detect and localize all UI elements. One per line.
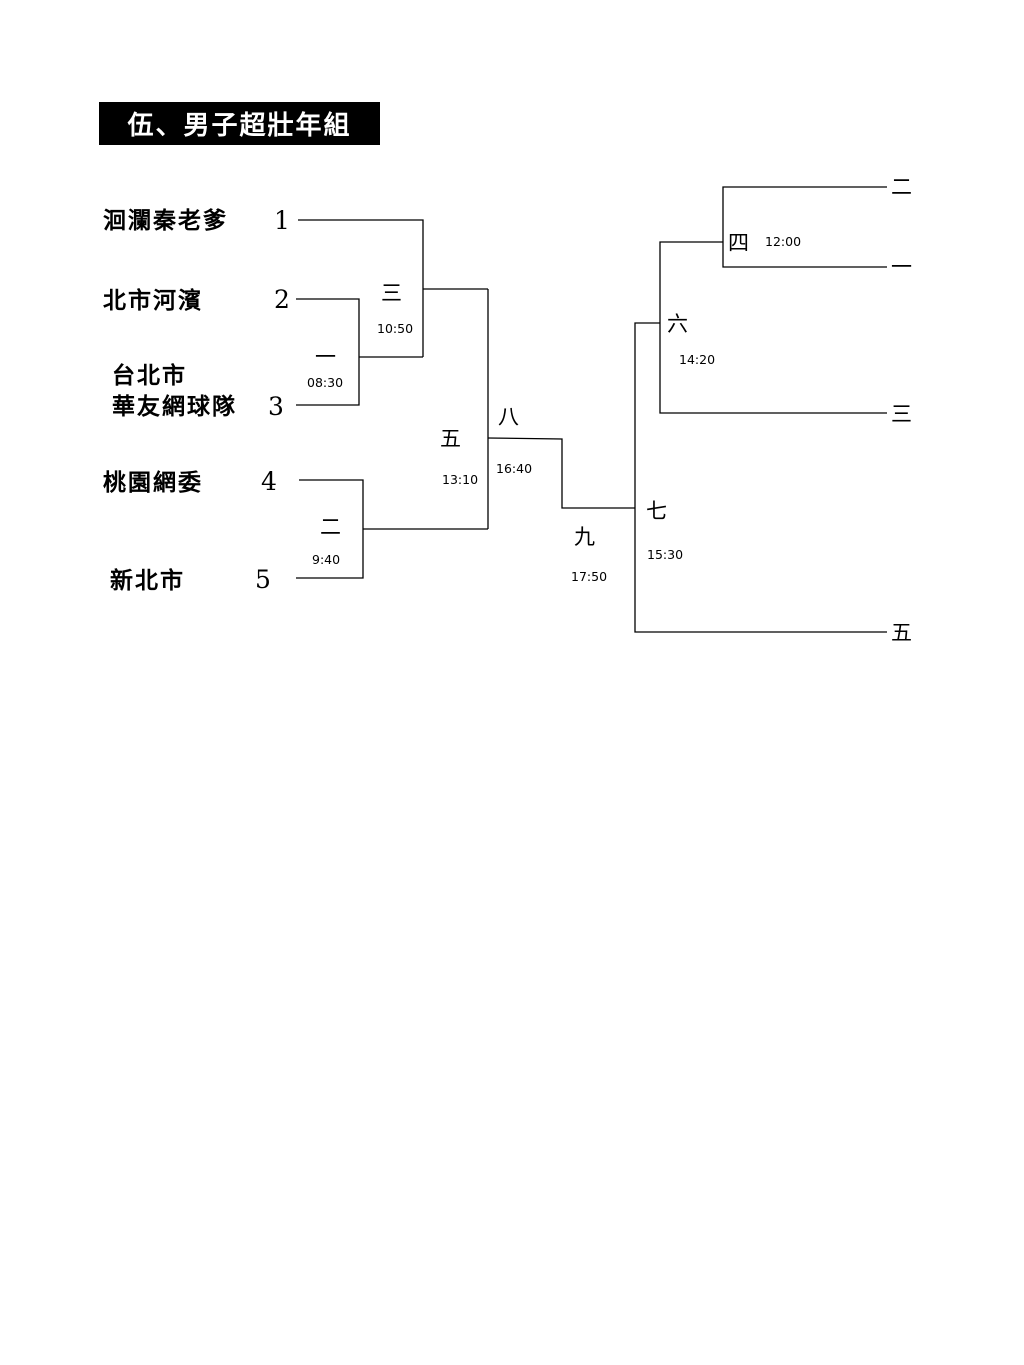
team-seed-3: 3 (268, 392, 284, 421)
match-time-9: 17:50 (571, 569, 607, 584)
match-label-3: 三 (381, 281, 402, 305)
match-labels: 一 08:30 二 9:40 三 10:50 四 12:00 五 13:10 六… (307, 231, 801, 584)
team-name-5: 新北市 (110, 567, 185, 594)
bracket-line-match-1 (296, 298, 423, 406)
match-time-3: 10:50 (377, 321, 413, 336)
match-label-1: 一 (315, 345, 336, 369)
team-seed-2: 2 (274, 285, 290, 314)
match-label-6: 六 (667, 312, 688, 336)
match-time-4: 12:00 (765, 234, 801, 249)
match-time-8: 16:40 (496, 461, 532, 476)
match-time-2: 9:40 (312, 552, 340, 567)
team-seed-1: 1 (274, 206, 290, 235)
team-seed-5: 5 (255, 565, 271, 594)
match-label-5: 五 (440, 427, 461, 451)
team-name-2: 北市河濱 (103, 287, 203, 314)
section-title: 伍、男子超壯年組 (127, 111, 352, 141)
match-label-8: 八 (498, 405, 519, 429)
team-name-3-line1: 台北市 (112, 362, 187, 389)
match-time-7: 15:30 (647, 547, 683, 562)
bracket-line-match-2 (296, 479, 488, 579)
placement-1st: 一 (891, 255, 912, 279)
section-title-box: 伍、男子超壯年組 (99, 102, 380, 145)
match-time-5: 13:10 (442, 472, 478, 487)
team-name-3-line2: 華友網球隊 (112, 393, 237, 420)
match-time-6: 14:20 (679, 352, 715, 367)
match-label-9: 九 (574, 525, 595, 549)
bracket-line-match-8 (487, 437, 635, 509)
match-label-2: 二 (320, 515, 341, 539)
bracket-line-match-7 (634, 322, 887, 633)
bracket-lines (296, 186, 887, 633)
placements: 二 一 三 五 (891, 175, 912, 645)
placement-5th: 五 (891, 621, 912, 645)
bracket-line-match-4 (722, 186, 887, 268)
match-label-7: 七 (646, 499, 667, 523)
team-name-4: 桃園網委 (103, 469, 203, 496)
placement-2nd: 二 (891, 175, 912, 199)
match-label-4: 四 (728, 231, 749, 255)
team-list: 洄瀾秦老爹 1 北市河濱 2 台北市 華友網球隊 3 桃園網委 4 新北市 5 (103, 206, 290, 594)
placement-3rd: 三 (891, 402, 912, 426)
bracket-line-match-3 (298, 219, 488, 357)
bracket-line-match-6 (659, 241, 887, 414)
team-seed-4: 4 (261, 467, 277, 496)
team-name-1: 洄瀾秦老爹 (103, 207, 228, 234)
match-time-1: 08:30 (307, 375, 343, 390)
